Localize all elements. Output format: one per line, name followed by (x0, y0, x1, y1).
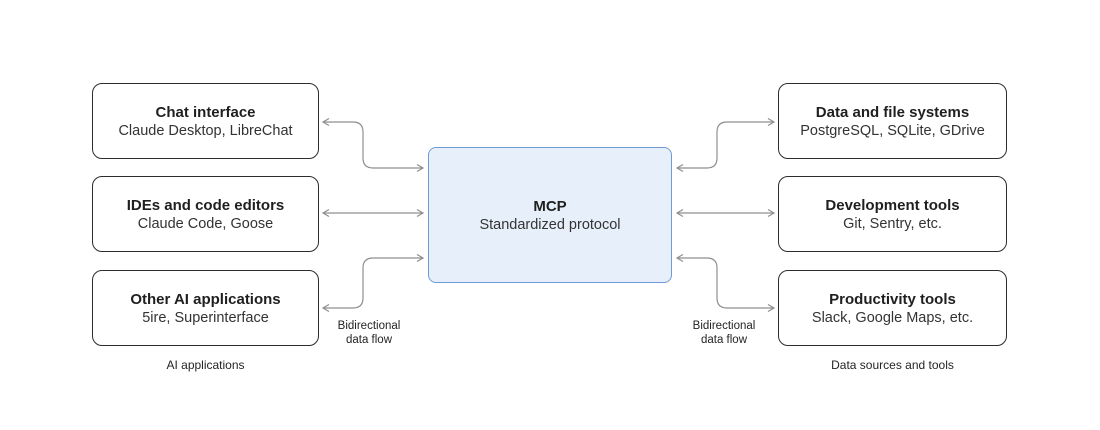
node-development-tools: Development tools Git, Sentry, etc. (778, 176, 1007, 252)
node-subtitle: Claude Desktop, LibreChat (118, 122, 293, 139)
node-subtitle: Standardized protocol (479, 216, 621, 233)
node-mcp: MCP Standardized protocol (428, 147, 672, 283)
node-ides-code-editors: IDEs and code editors Claude Code, Goose (92, 176, 319, 252)
node-title: MCP (533, 197, 567, 215)
node-subtitle: Claude Code, Goose (137, 215, 274, 232)
flow-label-line2: data flow (700, 334, 748, 346)
node-title: Productivity tools (829, 290, 956, 308)
caption-data-sources-tools: Data sources and tools (831, 358, 954, 372)
caption-ai-applications: AI applications (166, 358, 245, 372)
node-title: Chat interface (155, 103, 256, 121)
flow-label-line2: data flow (345, 334, 393, 346)
node-title: Development tools (825, 196, 960, 214)
flow-label-left: Bidirectional data flow (324, 319, 414, 347)
node-subtitle: 5ire, Superinterface (142, 309, 269, 326)
connector-left-top (321, 117, 425, 173)
node-chat-interface: Chat interface Claude Desktop, LibreChat (92, 83, 319, 159)
node-subtitle: PostgreSQL, SQLite, GDrive (800, 122, 985, 139)
flow-label-right: Bidirectional data flow (679, 319, 769, 347)
connector-left-bottom (321, 253, 425, 313)
node-title: Data and file systems (815, 103, 970, 121)
node-title: IDEs and code editors (126, 196, 285, 214)
connector-right-bottom (675, 253, 776, 313)
node-productivity-tools: Productivity tools Slack, Google Maps, e… (778, 270, 1007, 346)
connector-right-top (675, 117, 776, 173)
node-title: Other AI applications (130, 290, 281, 308)
node-subtitle: Slack, Google Maps, etc. (811, 309, 974, 326)
node-subtitle: Git, Sentry, etc. (843, 215, 942, 232)
flow-label-line1: Bidirectional (337, 320, 401, 332)
node-data-file-systems: Data and file systems PostgreSQL, SQLite… (778, 83, 1007, 159)
node-other-ai-applications: Other AI applications 5ire, Superinterfa… (92, 270, 319, 346)
flow-label-line1: Bidirectional (692, 320, 756, 332)
